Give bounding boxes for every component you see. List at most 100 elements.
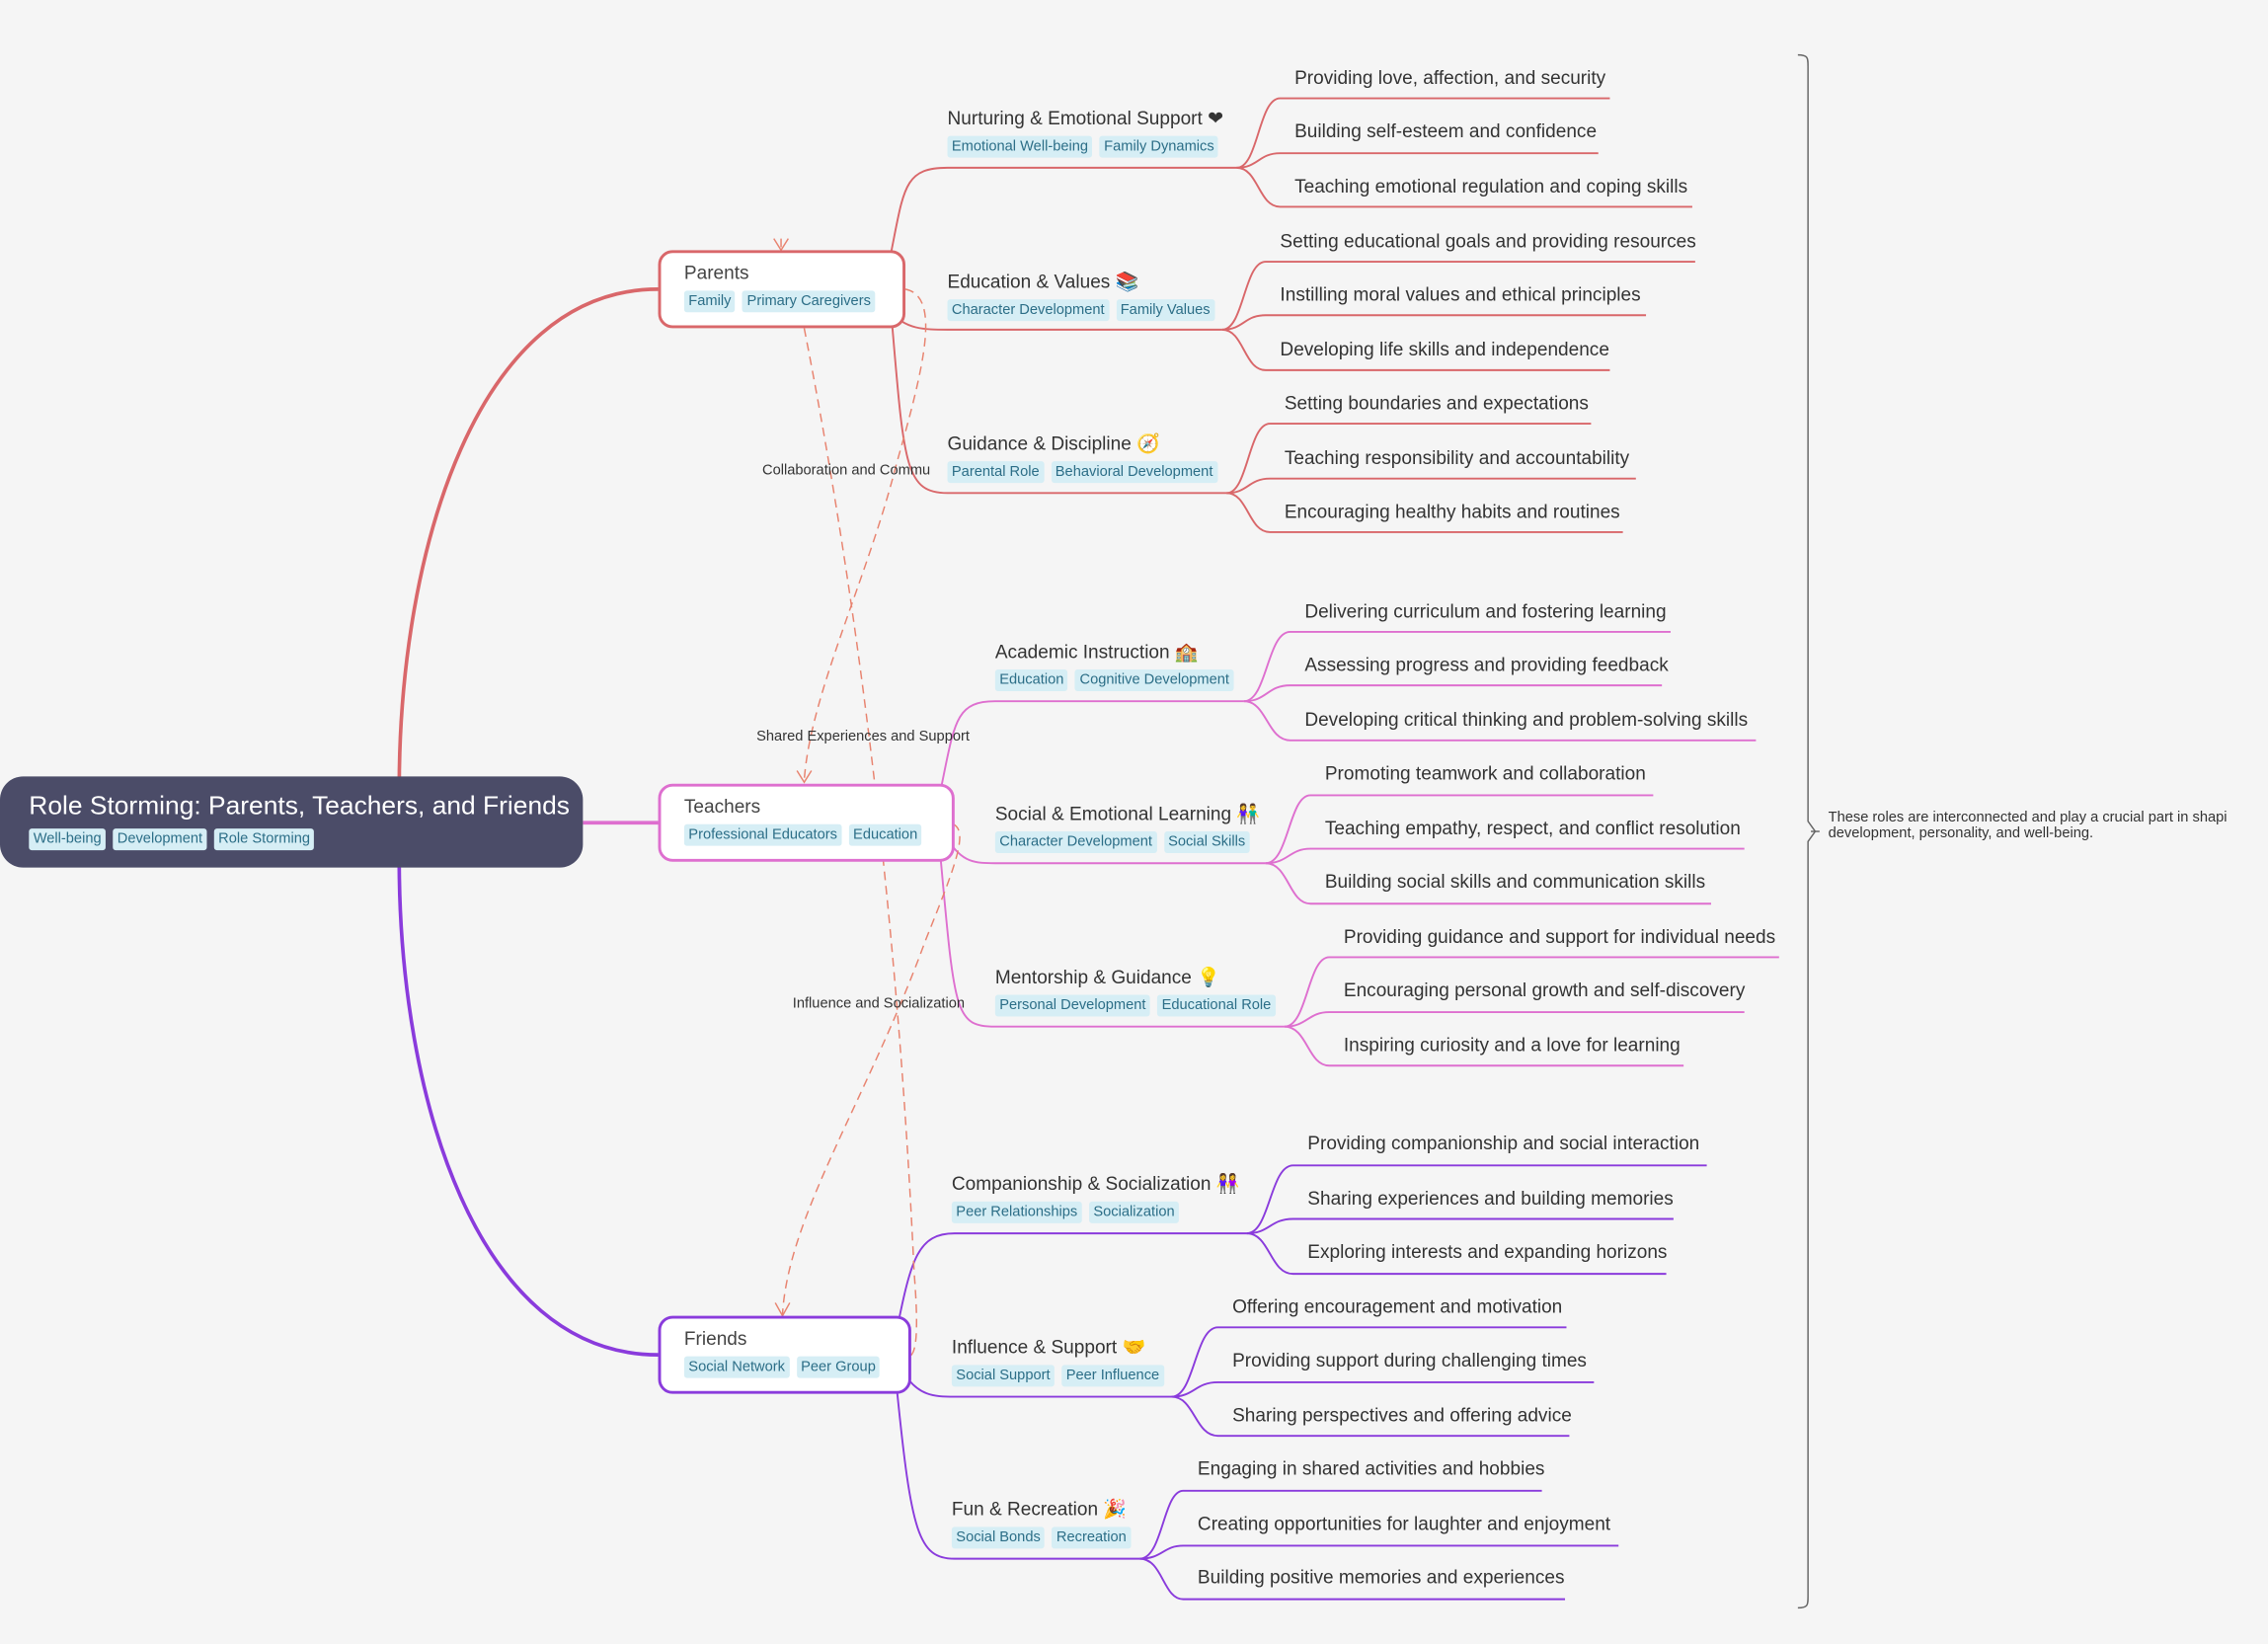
tag: Family Values	[1116, 299, 1215, 322]
leaf-topic[interactable]: Exploring interests and expanding horizo…	[1307, 1240, 1668, 1263]
subtopic[interactable]: Fun & Recreation 🎉 Social Bonds Recreatio…	[951, 1498, 1132, 1549]
relationship-label[interactable]: Influence and Socialization	[792, 995, 966, 1013]
subtopic[interactable]: Social & Emotional Learning 👫 Character …	[994, 802, 1261, 853]
leaf-topic[interactable]: Providing companionship and social inter…	[1307, 1132, 1700, 1154]
tag: Emotional Well-being	[947, 135, 1093, 158]
subtopic[interactable]: Influence & Support 🤝 Social Support Peer…	[951, 1336, 1164, 1387]
subtopic-title: Education & Values 📚	[947, 270, 1139, 292]
leaf-topic[interactable]: Building self-esteem and confidence	[1294, 119, 1598, 142]
root-topic[interactable]: Role Storming: Parents, Teachers, and Fr…	[0, 776, 584, 868]
subtopic-title: Influence & Support 🤝	[951, 1336, 1146, 1359]
leaf-topic[interactable]: Developing critical thinking and problem…	[1304, 708, 1749, 731]
summary-line: development, personality, and well-being…	[1828, 825, 2094, 842]
topic-tags: Family Primary Caregivers	[683, 290, 880, 313]
leaf-topic[interactable]: Developing life skills and independence	[1280, 338, 1609, 360]
tag: Peer Relationships	[951, 1201, 1082, 1223]
topic-title: Teachers	[683, 795, 761, 818]
tag: Peer Group	[796, 1356, 881, 1378]
tag: Socialization	[1088, 1201, 1180, 1223]
leaf-topic[interactable]: Engaging in shared activities and hobbie…	[1197, 1457, 1545, 1480]
relationship-lines	[780, 238, 961, 1358]
tag: Social Skills	[1163, 831, 1250, 853]
subtopic-title: Academic Instruction 🏫	[994, 640, 1199, 663]
subtopic[interactable]: Education & Values 📚 Character Developme…	[947, 270, 1215, 322]
topic-tags: Social Network Peer Group	[683, 1356, 886, 1378]
subtopic[interactable]: Guidance & Discipline 🧭 Parental Role Beh…	[947, 431, 1217, 484]
subtopic-title: Social & Emotional Learning 👫	[994, 802, 1261, 824]
leaf-topic[interactable]: Setting boundaries and expectations	[1284, 391, 1589, 414]
leaf-topic[interactable]: Teaching responsibility and accountabili…	[1284, 446, 1630, 469]
leaf-topic[interactable]: Instilling moral values and ethical prin…	[1280, 283, 1641, 305]
subtopic-title: Fun & Recreation 🎉	[951, 1498, 1128, 1521]
parents-branches	[890, 97, 1695, 533]
topic-title: Parents	[683, 262, 749, 284]
leaf-topic[interactable]: Assessing progress and providing feedbac…	[1304, 653, 1669, 675]
tag: Education	[848, 823, 922, 846]
subtopic-tags: Character Development Family Values	[947, 299, 1215, 322]
topic-title: Friends	[683, 1327, 747, 1350]
tag: Well-being	[29, 828, 107, 851]
tag: Social Network	[683, 1356, 790, 1378]
subtopic-title: Companionship & Socialization 👭	[951, 1172, 1240, 1195]
topic-friends[interactable]: Friends Social Network Peer Group	[658, 1315, 911, 1394]
leaf-topic[interactable]: Creating opportunities for laughter and …	[1197, 1512, 1611, 1534]
subtopic-tags: Character Development Social Skills	[994, 831, 1260, 853]
tag: Social Bonds	[951, 1527, 1046, 1549]
leaf-topic[interactable]: Teaching empathy, respect, and conflict …	[1324, 817, 1741, 839]
subtopic[interactable]: Nurturing & Emotional Support ❤ Emotiona…	[947, 107, 1224, 158]
leaf-topic[interactable]: Delivering curriculum and fostering lear…	[1304, 599, 1667, 622]
tag: Social Support	[951, 1365, 1055, 1387]
tag: Primary Caregivers	[743, 290, 876, 313]
subtopic-title: Guidance & Discipline 🧭	[947, 431, 1160, 454]
tag: Cognitive Development	[1075, 669, 1234, 691]
relationship-label[interactable]: Collaboration and Commu	[762, 462, 931, 479]
tag: Character Development	[994, 831, 1157, 853]
topic-parents[interactable]: Parents Family Primary Caregivers	[658, 250, 906, 329]
tag: Family	[683, 290, 736, 313]
subtopic[interactable]: Mentorship & Guidance 💡 Personal Develop…	[994, 966, 1276, 1017]
leaf-topic[interactable]: Teaching emotional regulation and coping…	[1294, 175, 1688, 197]
leaf-topic[interactable]: Encouraging healthy habits and routines	[1284, 500, 1620, 522]
tag: Character Development	[947, 299, 1110, 322]
tag: Professional Educators	[683, 823, 842, 846]
leaf-topic[interactable]: Sharing perspectives and offering advice	[1232, 1403, 1572, 1426]
tag: Development	[113, 828, 207, 851]
subtopic-tags: Peer Relationships Socialization	[951, 1201, 1240, 1223]
leaf-topic[interactable]: Providing guidance and support for indiv…	[1343, 925, 1776, 948]
leaf-topic[interactable]: Building positive memories and experienc…	[1197, 1565, 1565, 1588]
tag: Educational Role	[1157, 994, 1276, 1017]
leaf-topic[interactable]: Promoting teamwork and collaboration	[1324, 761, 1646, 784]
relationship-label[interactable]: Shared Experiences and Support	[756, 729, 970, 745]
subtopic-tags: Social Bonds Recreation	[951, 1527, 1132, 1549]
tag: Recreation	[1052, 1527, 1132, 1549]
friends-branches	[896, 1164, 1707, 1601]
tag: Parental Role	[947, 461, 1045, 484]
leaf-topic[interactable]: Inspiring curiosity and a love for learn…	[1343, 1034, 1681, 1057]
leaf-topic[interactable]: Providing support during challenging tim…	[1232, 1349, 1587, 1371]
topic-teachers[interactable]: Teachers Professional Educators Educatio…	[658, 783, 955, 862]
subtopic-title: Mentorship & Guidance 💡	[994, 966, 1220, 988]
leaf-topic[interactable]: Providing love, affection, and security	[1294, 66, 1606, 89]
connector-root-parents	[397, 287, 659, 789]
leaf-topic[interactable]: Sharing experiences and building memorie…	[1307, 1187, 1674, 1210]
relationship-arrows	[773, 238, 813, 1318]
subtopic[interactable]: Companionship & Socialization 👭 Peer Rel…	[951, 1172, 1240, 1223]
leaf-topic[interactable]: Building social skills and communication…	[1324, 870, 1706, 893]
leaf-topic[interactable]: Setting educational goals and providing …	[1280, 229, 1696, 252]
subtopic-title: Nurturing & Emotional Support ❤	[947, 107, 1224, 129]
tag: Peer Influence	[1061, 1365, 1164, 1387]
leaf-topic[interactable]: Encouraging personal growth and self-dis…	[1343, 979, 1746, 1001]
subtopic-tags: Social Support Peer Influence	[951, 1365, 1164, 1387]
tag: Behavioral Development	[1051, 461, 1217, 484]
subtopic-tags: Parental Role Behavioral Development	[947, 461, 1217, 484]
teachers-branches	[939, 630, 1779, 1067]
summary-text[interactable]: These roles are interconnected and play …	[1829, 810, 2228, 841]
leaf-topic[interactable]: Offering encouragement and motivation	[1232, 1295, 1563, 1318]
